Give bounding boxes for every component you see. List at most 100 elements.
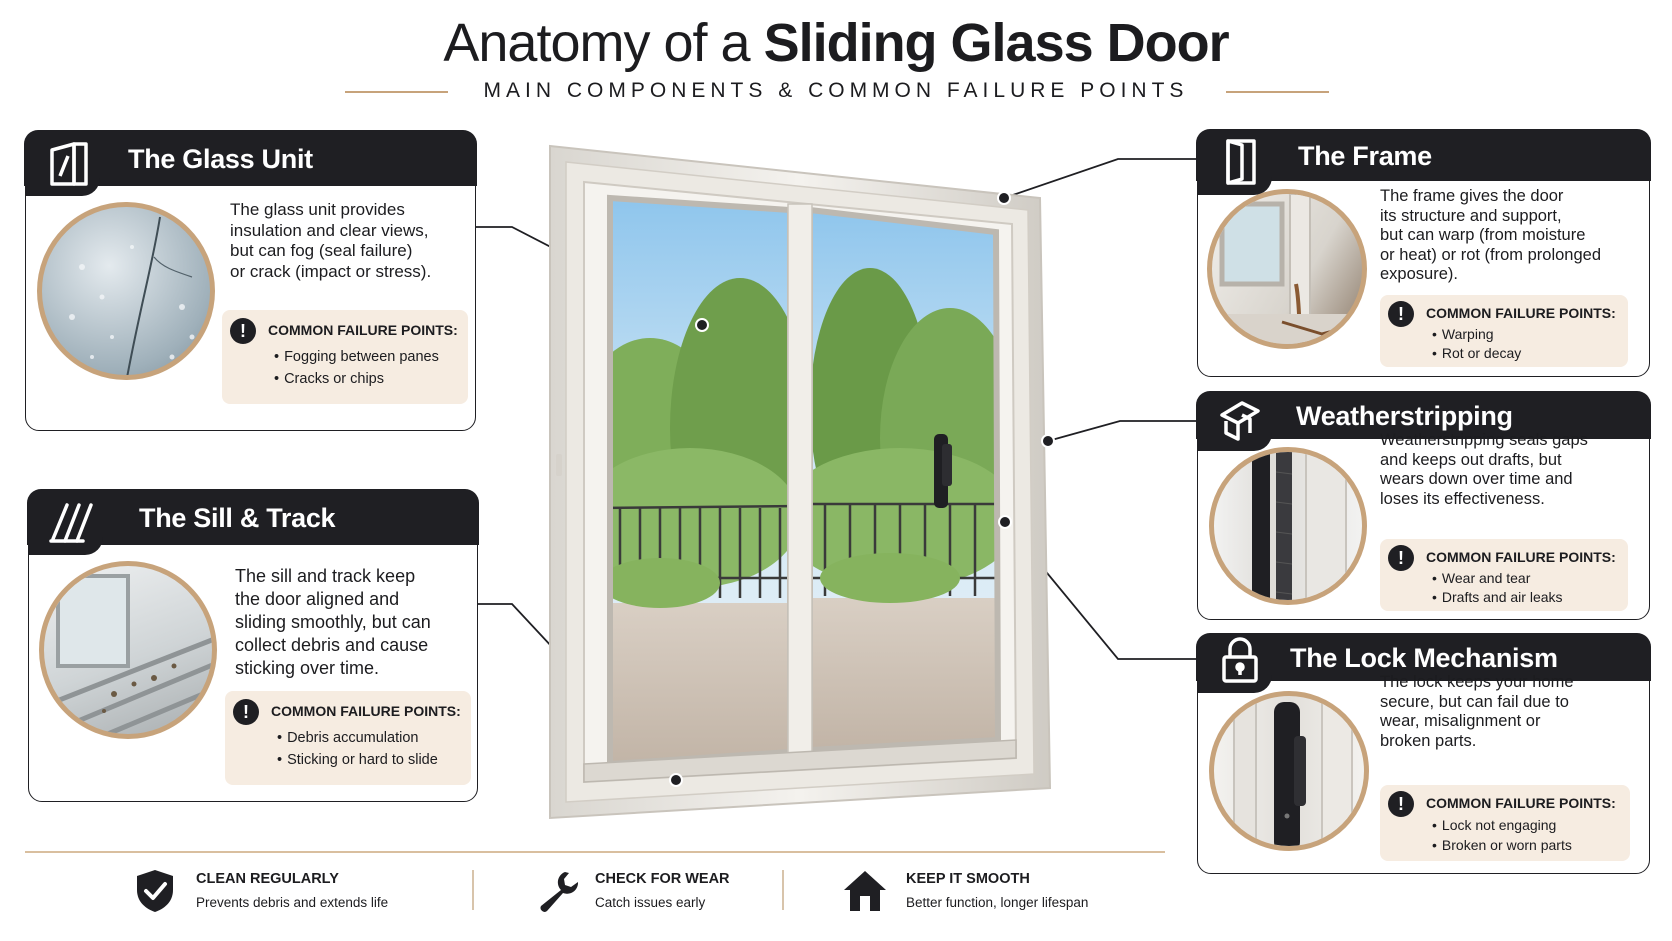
failure-title: COMMON FAILURE POINTS: — [1426, 305, 1616, 321]
card-sill-track: The Sill & Track The sill and track keep… — [27, 489, 479, 802]
card-description: The lock keeps your home secure, but can… — [1380, 673, 1642, 751]
desc-line: exposure). — [1380, 265, 1458, 283]
glass-marker-dot — [695, 318, 709, 332]
desc-line: The sill and track keep — [235, 566, 416, 586]
card-title: The Sill & Track — [139, 503, 336, 533]
desc-line: collect debris and cause — [235, 635, 429, 655]
desc-line: secure, but can fail due to — [1380, 692, 1569, 711]
failure-list: Debris accumulation Sticking or hard to … — [277, 727, 438, 771]
card-weatherstripping: Weatherstripping Weatherstripping seals … — [1196, 391, 1651, 620]
page-subtitle: MAIN COMPONENTS & COMMON FAILURE POINTS — [483, 79, 1189, 102]
failure-item: Broken or worn parts — [1432, 835, 1572, 855]
desc-line: and keeps out drafts, but — [1380, 450, 1562, 469]
failure-box: ! COMMON FAILURE POINTS: Fogging between… — [222, 310, 468, 404]
card-description: Weatherstripping seals gaps and keeps ou… — [1380, 431, 1642, 509]
failure-title: COMMON FAILURE POINTS: — [268, 322, 458, 338]
card-title: The Lock Mechanism — [1290, 643, 1558, 673]
desc-line: The frame gives the door — [1380, 187, 1564, 205]
tip-title: CLEAN REGULARLY — [196, 871, 339, 887]
frame-marker-dot — [997, 191, 1011, 205]
failure-title: COMMON FAILURE POINTS: — [1426, 795, 1616, 811]
desc-line: or crack (impact or stress). — [230, 261, 432, 281]
desc-line: but can fog (seal failure) — [230, 241, 413, 260]
tip-subtitle: Prevents debris and extends life — [196, 895, 389, 910]
page-title: Anatomy of a Sliding Glass Door — [0, 12, 1672, 74]
card-title: Weatherstripping — [1296, 401, 1513, 431]
tip-check-for-wear: CHECK FOR WEAR Catch issues early — [535, 866, 775, 916]
subtitle-rule-right — [1226, 91, 1329, 93]
failure-item: Fogging between panes — [274, 346, 439, 368]
failure-item: Wear and tear — [1432, 569, 1563, 588]
connector-weather — [1047, 420, 1197, 442]
exclamation-icon: ! — [1388, 545, 1414, 571]
glass-photo — [37, 202, 215, 380]
desc-line: The glass unit provides — [230, 200, 405, 219]
tip-title: CHECK FOR WEAR — [595, 871, 730, 887]
wrench-icon — [540, 872, 579, 912]
lock-photo — [1209, 691, 1369, 851]
title-light: Anatomy of a — [443, 13, 750, 73]
connector-frame — [1003, 158, 1197, 199]
exclamation-icon: ! — [230, 318, 256, 344]
failure-item: Drafts and air leaks — [1432, 588, 1563, 607]
bottom-divider — [25, 851, 1165, 853]
card-glass-unit: The Glass Unit The glass unit provides i… — [24, 130, 477, 431]
failure-item: Debris accumulation — [277, 727, 438, 749]
card-description: The sill and track keep the door aligned… — [235, 565, 471, 680]
exclamation-icon: ! — [1388, 301, 1414, 327]
house-icon — [844, 871, 886, 911]
failure-box: ! COMMON FAILURE POINTS: Debris accumula… — [225, 691, 471, 785]
padlock-icon — [1222, 637, 1258, 683]
weatherstrip-photo — [1209, 447, 1367, 605]
shield-check-icon — [137, 870, 173, 912]
desc-line: wear, misalignment or — [1380, 712, 1541, 730]
desc-line: sticking over time. — [235, 658, 380, 678]
failure-list: Fogging between panes Cracks or chips — [274, 346, 439, 390]
tip-subtitle: Catch issues early — [595, 895, 706, 910]
tip-title: KEEP IT SMOOTH — [906, 871, 1030, 887]
lock-marker-dot — [998, 515, 1012, 529]
tip-separator — [472, 870, 474, 910]
failure-box: ! COMMON FAILURE POINTS: Warping Rot or … — [1380, 295, 1628, 367]
tip-keep-it-smooth: KEEP IT SMOOTH Better function, longer l… — [842, 866, 1142, 916]
desc-line: sliding smoothly, but can — [235, 612, 431, 632]
desc-line: its structure and support, — [1380, 206, 1562, 225]
desc-line: wears down over time and — [1380, 470, 1573, 488]
failure-title: COMMON FAILURE POINTS: — [271, 703, 461, 719]
failure-list: Lock not engaging Broken or worn parts — [1432, 815, 1572, 855]
failure-item: Sticking or hard to slide — [277, 749, 438, 771]
weather-marker-dot — [1041, 434, 1055, 448]
card-title: The Glass Unit — [128, 144, 313, 174]
failure-item: Cracks or chips — [274, 368, 439, 390]
card-lock-mechanism: The Lock Mechanism The lock keeps your h… — [1196, 633, 1651, 874]
door-track — [583, 739, 1017, 783]
desc-line: insulation and clear views, — [230, 220, 429, 240]
failure-box: ! COMMON FAILURE POINTS: Wear and tear D… — [1380, 539, 1628, 611]
tip-separator — [782, 870, 784, 910]
sliding-door-illustration — [549, 144, 1052, 820]
subtitle-rule-left — [345, 91, 448, 93]
card-description: The frame gives the door its structure a… — [1380, 187, 1642, 285]
weatherstrip-icon — [1220, 401, 1260, 441]
tip-clean-regularly: CLEAN REGULARLY Prevents debris and exte… — [130, 866, 460, 916]
failure-item: Rot or decay — [1432, 344, 1521, 363]
failure-list: Warping Rot or decay — [1432, 325, 1521, 363]
glass-pane-icon — [50, 142, 88, 186]
failure-list: Wear and tear Drafts and air leaks — [1432, 569, 1563, 607]
card-description: The glass unit provides insulation and c… — [230, 200, 470, 282]
desc-line: or heat) or rot (from prolonged — [1380, 245, 1602, 264]
failure-box: ! COMMON FAILURE POINTS: Lock not engagi… — [1380, 785, 1630, 861]
title-bold: Sliding Glass Door — [763, 13, 1230, 73]
tip-subtitle: Better function, longer lifespan — [906, 895, 1089, 910]
door-frame-icon — [1226, 139, 1256, 185]
failure-item: Warping — [1432, 325, 1521, 344]
desc-line: loses its effectiveness. — [1380, 489, 1545, 508]
exclamation-icon: ! — [1388, 791, 1414, 817]
sill-photo — [39, 561, 217, 739]
card-frame: The Frame The frame gives the door its s… — [1196, 129, 1651, 377]
desc-line: The lock keeps your home — [1380, 673, 1574, 691]
sill-marker-dot — [669, 773, 683, 787]
track-rails-icon — [49, 503, 93, 543]
exclamation-icon: ! — [233, 699, 259, 725]
failure-title: COMMON FAILURE POINTS: — [1426, 549, 1616, 565]
